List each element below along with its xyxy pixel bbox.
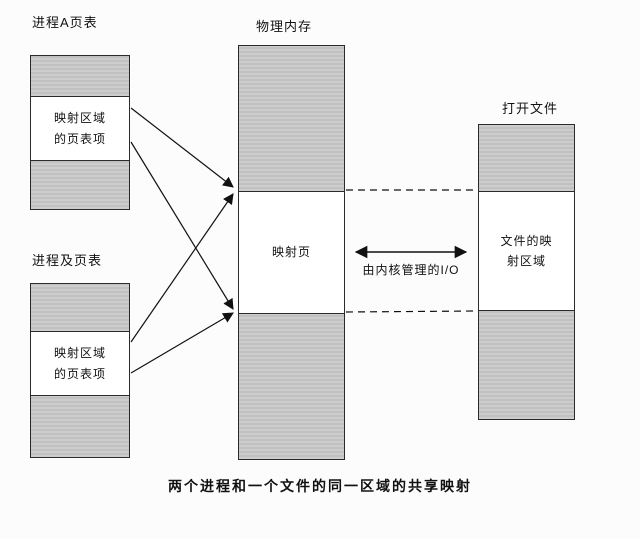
- process-a-table-label: 进程A页表: [32, 15, 98, 30]
- process-a-entry-text: 映射区域的页表项: [53, 111, 106, 146]
- open-file-box: 文件的映射区域: [478, 124, 575, 420]
- mapped-page-text: 映射页: [271, 245, 311, 260]
- arrow-process-b-to-mapped-page-top: [130, 193, 234, 343]
- arrow-process-a-to-mapped-page-top: [130, 107, 234, 188]
- process-b-entry-text: 映射区域的页表项: [53, 346, 106, 381]
- process-a-mapped-entries-region: 映射区域的页表项: [31, 96, 129, 161]
- process-a-page-table: 映射区域的页表项: [30, 55, 130, 210]
- memory-mapped-page-region: 映射页: [239, 191, 344, 314]
- process-a-unmapped-top-region: [31, 56, 129, 96]
- process-b-page-table: 映射区域的页表项: [30, 283, 130, 458]
- file-bottom-region: [479, 311, 574, 419]
- physical-memory-box: 映射页: [238, 45, 345, 460]
- process-b-table-label: 进程及页表: [32, 253, 103, 268]
- memory-unmapped-top-region: [239, 46, 344, 191]
- kernel-io-label: 由内核管理的I/O: [362, 263, 460, 277]
- file-mapped-region: 文件的映射区域: [479, 191, 574, 311]
- process-b-unmapped-top-region: [31, 284, 129, 331]
- file-mapped-region-text: 文件的映射区域: [500, 233, 553, 268]
- physical-memory-label: 物理内存: [256, 19, 313, 34]
- dashed-line-mapped-bottom: [345, 310, 478, 313]
- memory-unmapped-bottom-region: [239, 314, 344, 459]
- arrow-process-b-to-mapped-page-bottom: [130, 312, 234, 374]
- file-top-region: [479, 125, 574, 191]
- process-b-mapped-entries-region: 映射区域的页表项: [31, 331, 129, 396]
- arrow-process-a-to-mapped-page-bottom: [130, 141, 234, 310]
- process-a-unmapped-bottom-region: [31, 161, 129, 209]
- process-b-unmapped-bottom-region: [31, 396, 129, 457]
- diagram-caption: 两个进程和一个文件的同一区域的共享映射: [168, 478, 472, 494]
- open-file-label: 打开文件: [502, 101, 559, 116]
